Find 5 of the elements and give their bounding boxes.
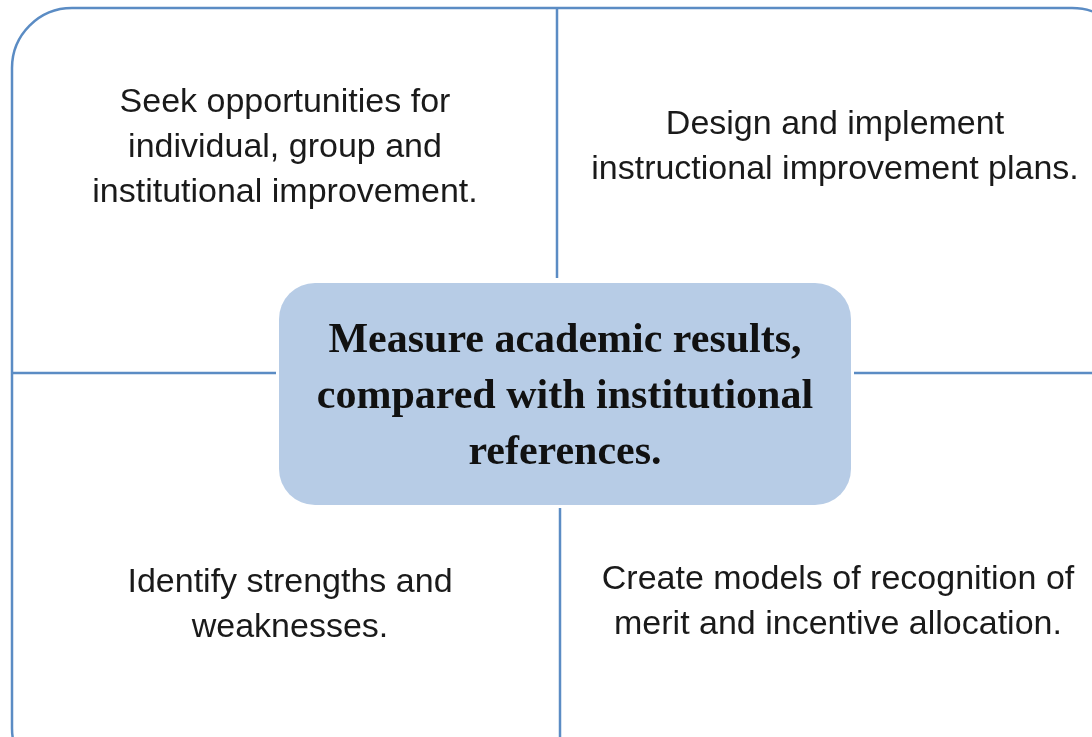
quadrant-text: Design and implement instructional improvement plans. [590,75,1080,215]
quadrant-text: Identify strengths and weaknesses. [40,555,540,650]
quadrant-text: Seek opportunities for individual, group and institutional improvement. [40,75,530,215]
center-box: Measure academic results, compared with institutional references. [279,283,851,505]
quadrant-text: Create models of recognition of merit and incentive allocation. [580,530,1092,670]
